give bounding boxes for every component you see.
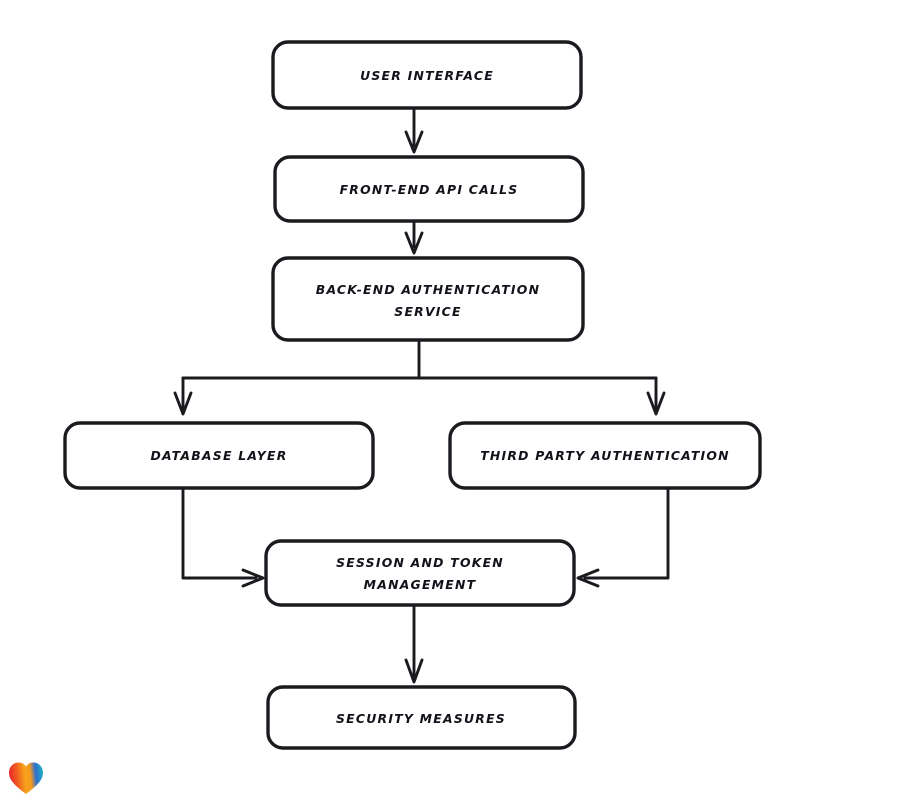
node-database-layer[interactable]: DATABASE LAYER (63, 421, 375, 490)
heart-icon (9, 762, 43, 794)
node-label-database-layer: DATABASE LAYER (150, 448, 287, 463)
edge-database-layer-to-session-and-token-management (181, 486, 265, 588)
edge-back-end-authentication-service-to-third-party-authentication (646, 376, 666, 416)
edge-session-and-token-management-to-security-measures (404, 603, 424, 684)
node-box-front-end-api-calls[interactable] (273, 155, 585, 223)
node-box-back-end-authentication-service[interactable] (271, 256, 585, 342)
node-label-third-party-authentication: THIRD PARTY AUTHENTICATION (480, 448, 730, 463)
edge-third-party-authentication-to-session-and-token-management (576, 486, 670, 588)
node-label-user-interface: USER INTERFACE (360, 68, 494, 83)
node-label-back-end-authentication-service-line-1: BACK-END AUTHENTICATION (316, 282, 540, 297)
node-back-end-authentication-service[interactable]: BACK-END AUTHENTICATION SERVICE (271, 256, 585, 342)
node-label-front-end-api-calls: FRONT-END API CALLS (340, 182, 519, 197)
node-security-measures[interactable]: SECURITY MEASURES (266, 685, 577, 750)
node-session-and-token-management[interactable]: SESSION AND TOKEN MANAGEMENT (264, 539, 576, 607)
node-label-session-and-token-management-line-2: MANAGEMENT (364, 577, 477, 592)
node-label-back-end-authentication-service-line-2: SERVICE (394, 304, 461, 319)
node-box-database-layer[interactable] (63, 421, 375, 490)
connector-layer (173, 106, 670, 684)
node-box-third-party-authentication[interactable] (448, 421, 762, 490)
node-front-end-api-calls[interactable]: FRONT-END API CALLS (273, 155, 585, 223)
node-box-user-interface[interactable] (271, 40, 583, 110)
node-user-interface[interactable]: USER INTERFACE (271, 40, 583, 110)
edge-back-end-authentication-service-branch (181, 338, 658, 380)
node-third-party-authentication[interactable]: THIRD PARTY AUTHENTICATION (448, 421, 762, 490)
edge-back-end-authentication-service-to-database-layer (173, 376, 193, 416)
node-box-session-and-token-management[interactable] (264, 539, 576, 607)
node-label-session-and-token-management-line-1: SESSION AND TOKEN (336, 555, 504, 570)
node-box-security-measures[interactable] (266, 685, 577, 750)
edge-front-end-api-calls-to-back-end-authentication-service (404, 219, 424, 255)
edge-user-interface-to-front-end-api-calls (404, 106, 424, 154)
node-label-security-measures: SECURITY MEASURES (336, 711, 506, 726)
node-layer: USER INTERFACE FRONT-END API CALLS BACK-… (63, 40, 762, 750)
